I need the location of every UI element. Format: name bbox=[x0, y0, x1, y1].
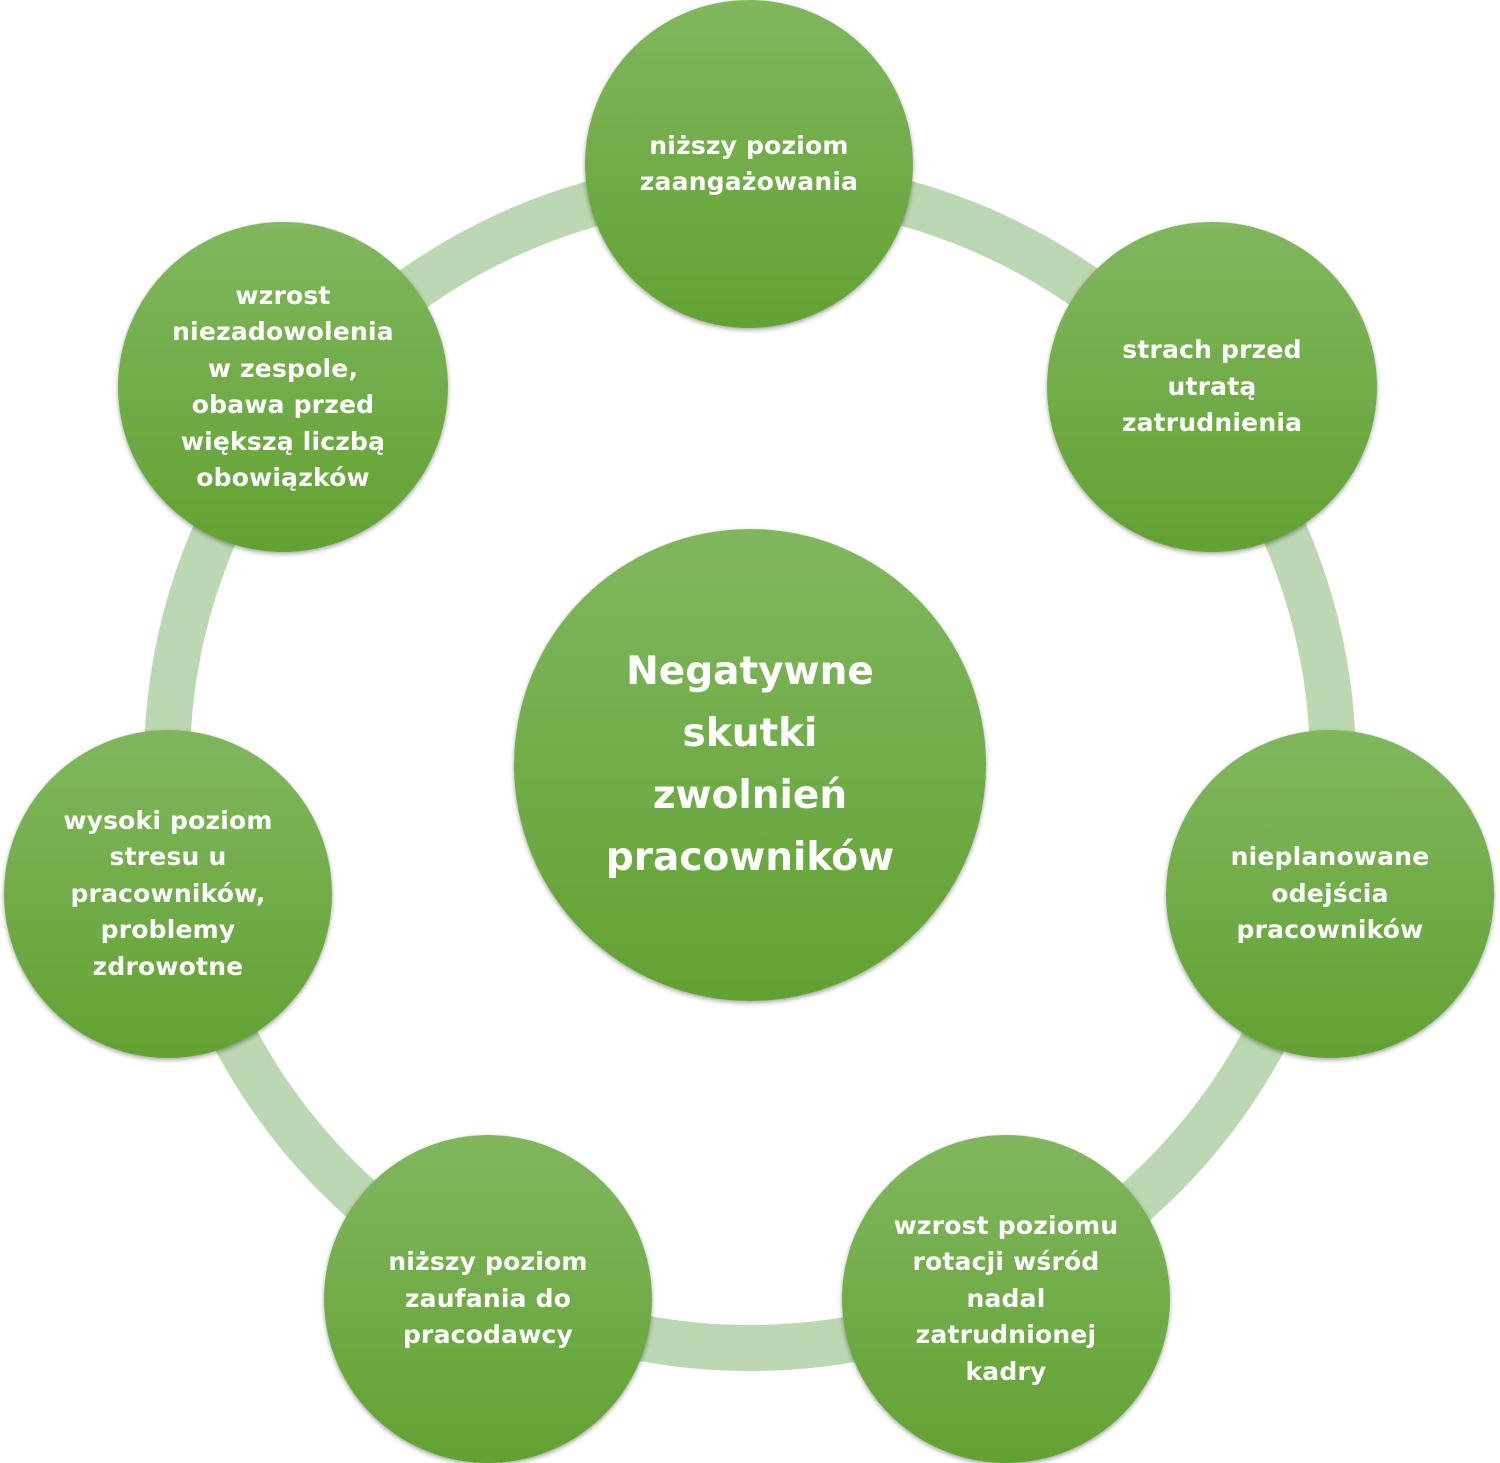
node-label: wysoki poziom stresu u pracowników, prob… bbox=[63, 805, 273, 981]
node-lower-trust: niższy poziom zaufania do pracodawcy bbox=[324, 1135, 652, 1463]
node-fear-of-job-loss: strach przed utratą zatrudnienia bbox=[1047, 222, 1377, 552]
node-label: wzrost niezadowolenia w zespole, obawa p… bbox=[172, 280, 394, 493]
center-node-label: Negatywne skutki zwolnień pracowników bbox=[605, 649, 895, 880]
node-high-stress: wysoki poziom stresu u pracowników, prob… bbox=[4, 730, 332, 1058]
node-label: nieplanowane odejścia pracowników bbox=[1230, 842, 1430, 945]
node-lower-engagement: niższy poziom zaangażowania bbox=[585, 0, 913, 328]
node-label: niższy poziom zaufania do pracodawcy bbox=[388, 1247, 588, 1350]
node-label: wzrost poziomu rotacji wśród nadal zatru… bbox=[893, 1210, 1119, 1386]
node-team-dissatisfaction: wzrost niezadowolenia w zespole, obawa p… bbox=[118, 222, 448, 552]
node-label: strach przed utratą zatrudnienia bbox=[1121, 335, 1303, 438]
node-increased-turnover: wzrost poziomu rotacji wśród nadal zatru… bbox=[842, 1135, 1170, 1463]
node-label: niższy poziom zaangażowania bbox=[639, 130, 859, 197]
center-node: Negatywne skutki zwolnień pracowników bbox=[514, 529, 986, 1001]
node-unplanned-departures: nieplanowane odejścia pracowników bbox=[1166, 730, 1494, 1058]
